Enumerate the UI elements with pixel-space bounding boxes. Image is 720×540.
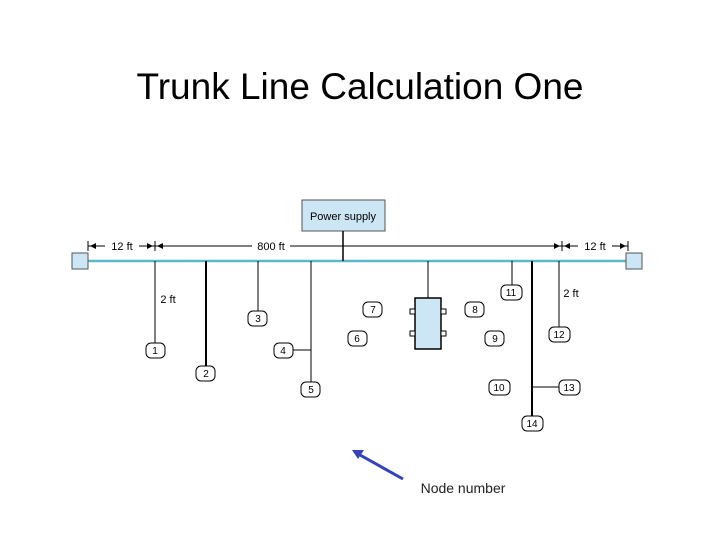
node-14-marker [521,415,544,432]
dim-right-span: 12 ft [584,241,605,253]
node-5-marker [300,381,321,398]
node-11-marker [500,284,523,301]
node-number-caption: Node number [421,480,506,496]
node-1-label: 1 [152,346,158,357]
tap-port [440,308,447,315]
dimension-arrow [620,243,626,249]
right-drop-length: 2 ft [563,288,578,300]
power-supply-box [301,199,386,232]
node-14-label: 14 [526,419,538,430]
dimension-arrow [90,243,96,249]
dim-label-bg [252,240,290,252]
node-number-pointer-arrowhead [352,450,364,459]
node-1-marker [145,342,166,359]
node-2-label: 2 [203,369,209,380]
tap-port [409,308,416,315]
node-4-label: 4 [280,346,286,357]
node-12-label: 12 [553,330,565,341]
node-7-marker [362,301,383,318]
dim-left-span: 12 ft [111,241,132,253]
left-drop-length: 2 ft [160,294,175,306]
power-supply-label: Power supply [310,211,377,223]
node-6-marker [347,330,368,347]
node-5-label: 5 [308,385,314,396]
dimension-arrow [157,243,163,249]
dimension-arrow [564,243,570,249]
left-terminator [71,252,89,270]
node-3-marker [247,310,268,327]
node-12-marker [548,326,571,343]
node-2-marker [195,365,216,382]
node-13-label: 13 [563,383,575,394]
node-7-label: 7 [370,305,376,316]
dim-label-bg [105,240,139,252]
slide-title: Trunk Line Calculation One [136,66,584,107]
node-6-label: 6 [354,334,360,345]
node-3-label: 3 [255,314,261,325]
right-terminator [625,252,643,270]
dim-middle-span: 800 ft [257,241,285,253]
tap-port [409,330,416,337]
node-4-marker [273,342,294,359]
node-10-label: 10 [493,383,505,394]
tap-port [440,330,447,337]
node-10-marker [488,379,511,396]
node-number-pointer-line [359,453,404,481]
node-11-label: 11 [506,288,517,299]
node-8-label: 8 [472,305,478,316]
dimension-arrow [147,243,153,249]
node-9-label: 9 [492,334,498,345]
dimension-arrow [554,243,560,249]
tap-unit [414,297,442,350]
node-8-marker [464,301,485,318]
node-9-marker [484,330,505,347]
node-13-marker [558,379,581,396]
dim-label-bg [578,240,612,252]
